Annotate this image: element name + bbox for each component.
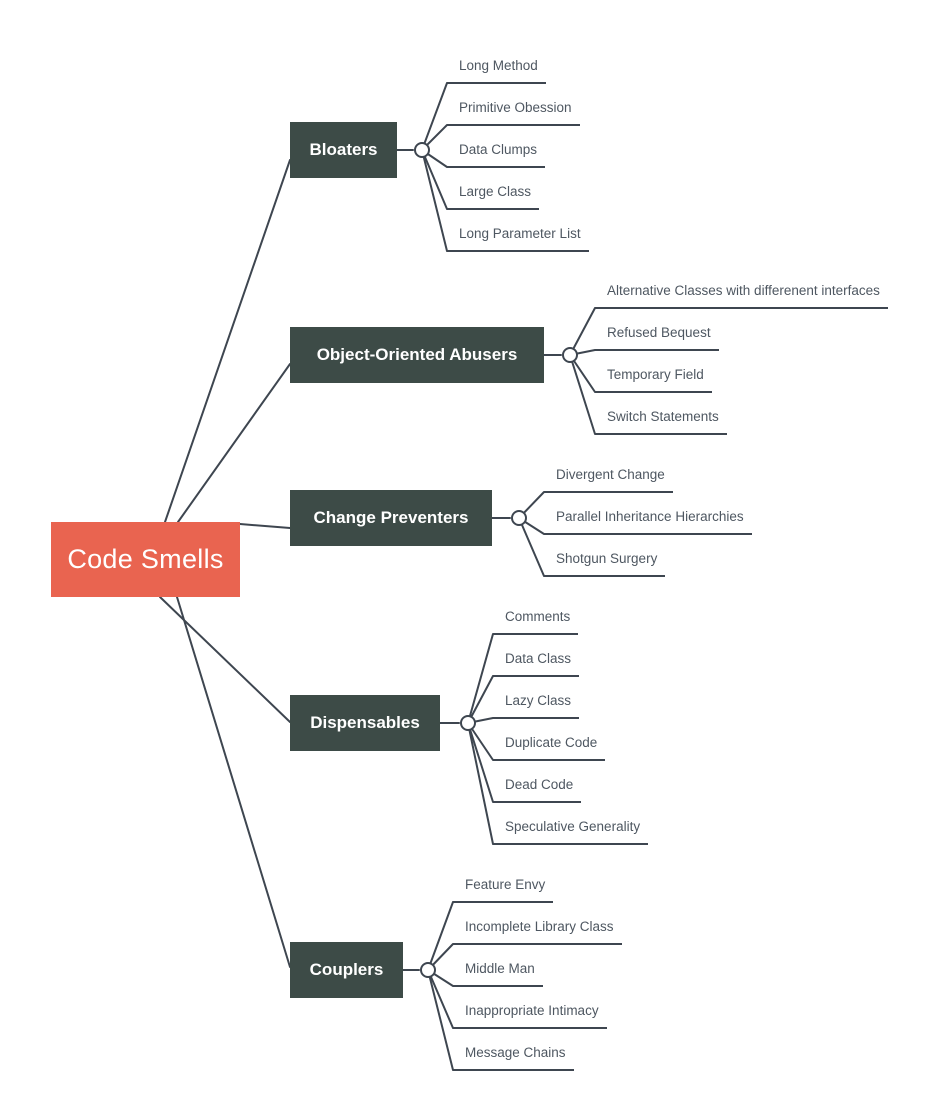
leaf-dead-code[interactable]: Dead Code: [493, 776, 582, 803]
link-root-couplers: [176, 596, 291, 968]
leaf-alternative-classes[interactable]: Alternative Classes with differenent int…: [595, 282, 888, 309]
leaf-long-method[interactable]: Long Method: [447, 57, 546, 84]
leaf-speculative-generality[interactable]: Speculative Generality: [493, 818, 649, 845]
branch-node-bloaters[interactable]: Bloaters: [290, 122, 397, 178]
leaf-large-class[interactable]: Large Class: [447, 183, 540, 210]
hub-handle-oo-abusers[interactable]: [562, 347, 578, 363]
leaf-middle-man[interactable]: Middle Man: [453, 960, 543, 987]
leaf-refused-bequest[interactable]: Refused Bequest: [595, 324, 719, 351]
branch-node-couplers[interactable]: Couplers: [290, 942, 403, 998]
link-bloaters-long-method: [421, 82, 448, 151]
leaf-parallel-inheritance[interactable]: Parallel Inheritance Hierarchies: [544, 508, 752, 535]
link-root-change-preventers: [239, 523, 291, 529]
leaf-long-parameter-list[interactable]: Long Parameter List: [447, 225, 589, 252]
link-cp-shotgun-surgery: [518, 517, 545, 577]
root-node-code-smells[interactable]: Code Smells: [51, 522, 240, 597]
link-coup-feature-envy: [427, 901, 454, 971]
branch-node-object-oriented-abusers[interactable]: Object-Oriented Abusers: [290, 327, 544, 383]
link-disp-speculative-generality: [467, 722, 494, 845]
leaf-shotgun-surgery[interactable]: Shotgun Surgery: [544, 550, 666, 577]
leaf-duplicate-code[interactable]: Duplicate Code: [493, 734, 606, 761]
hub-handle-dispensables[interactable]: [460, 715, 476, 731]
link-disp-data-class: [467, 675, 494, 724]
leaf-incomplete-library-class[interactable]: Incomplete Library Class: [453, 918, 622, 945]
link-root-bloaters: [164, 159, 291, 523]
link-disp-dead-code: [467, 722, 494, 803]
branch-node-change-preventers[interactable]: Change Preventers: [290, 490, 492, 546]
leaf-inappropriate-intimacy[interactable]: Inappropriate Intimacy: [453, 1002, 607, 1029]
leaf-message-chains[interactable]: Message Chains: [453, 1044, 574, 1071]
link-ooa-switch-statements: [569, 354, 596, 435]
leaf-primitive-obession[interactable]: Primitive Obession: [447, 99, 580, 126]
link-ooa-alternative-classes: [569, 307, 596, 356]
hub-handle-change-preventers[interactable]: [511, 510, 527, 526]
leaf-data-class[interactable]: Data Class: [493, 650, 580, 677]
leaf-comments[interactable]: Comments: [493, 608, 579, 635]
link-root-dispensables: [159, 596, 291, 723]
leaf-data-clumps[interactable]: Data Clumps: [447, 141, 546, 168]
hub-handle-couplers[interactable]: [420, 962, 436, 978]
link-coup-inappropriate-intimacy: [427, 969, 454, 1029]
leaf-temporary-field[interactable]: Temporary Field: [595, 366, 712, 393]
leaf-feature-envy[interactable]: Feature Envy: [453, 876, 554, 903]
link-bloaters-large-class: [421, 149, 448, 210]
link-root-oo-abusers: [177, 363, 291, 523]
link-coup-message-chains: [427, 969, 454, 1071]
hub-handle-bloaters[interactable]: [414, 142, 430, 158]
leaf-lazy-class[interactable]: Lazy Class: [493, 692, 580, 719]
leaf-switch-statements[interactable]: Switch Statements: [595, 408, 727, 435]
branch-node-dispensables[interactable]: Dispensables: [290, 695, 440, 751]
leaf-divergent-change[interactable]: Divergent Change: [544, 466, 673, 493]
link-bloaters-long-parameter-list: [421, 149, 448, 252]
link-disp-comments: [467, 633, 494, 724]
